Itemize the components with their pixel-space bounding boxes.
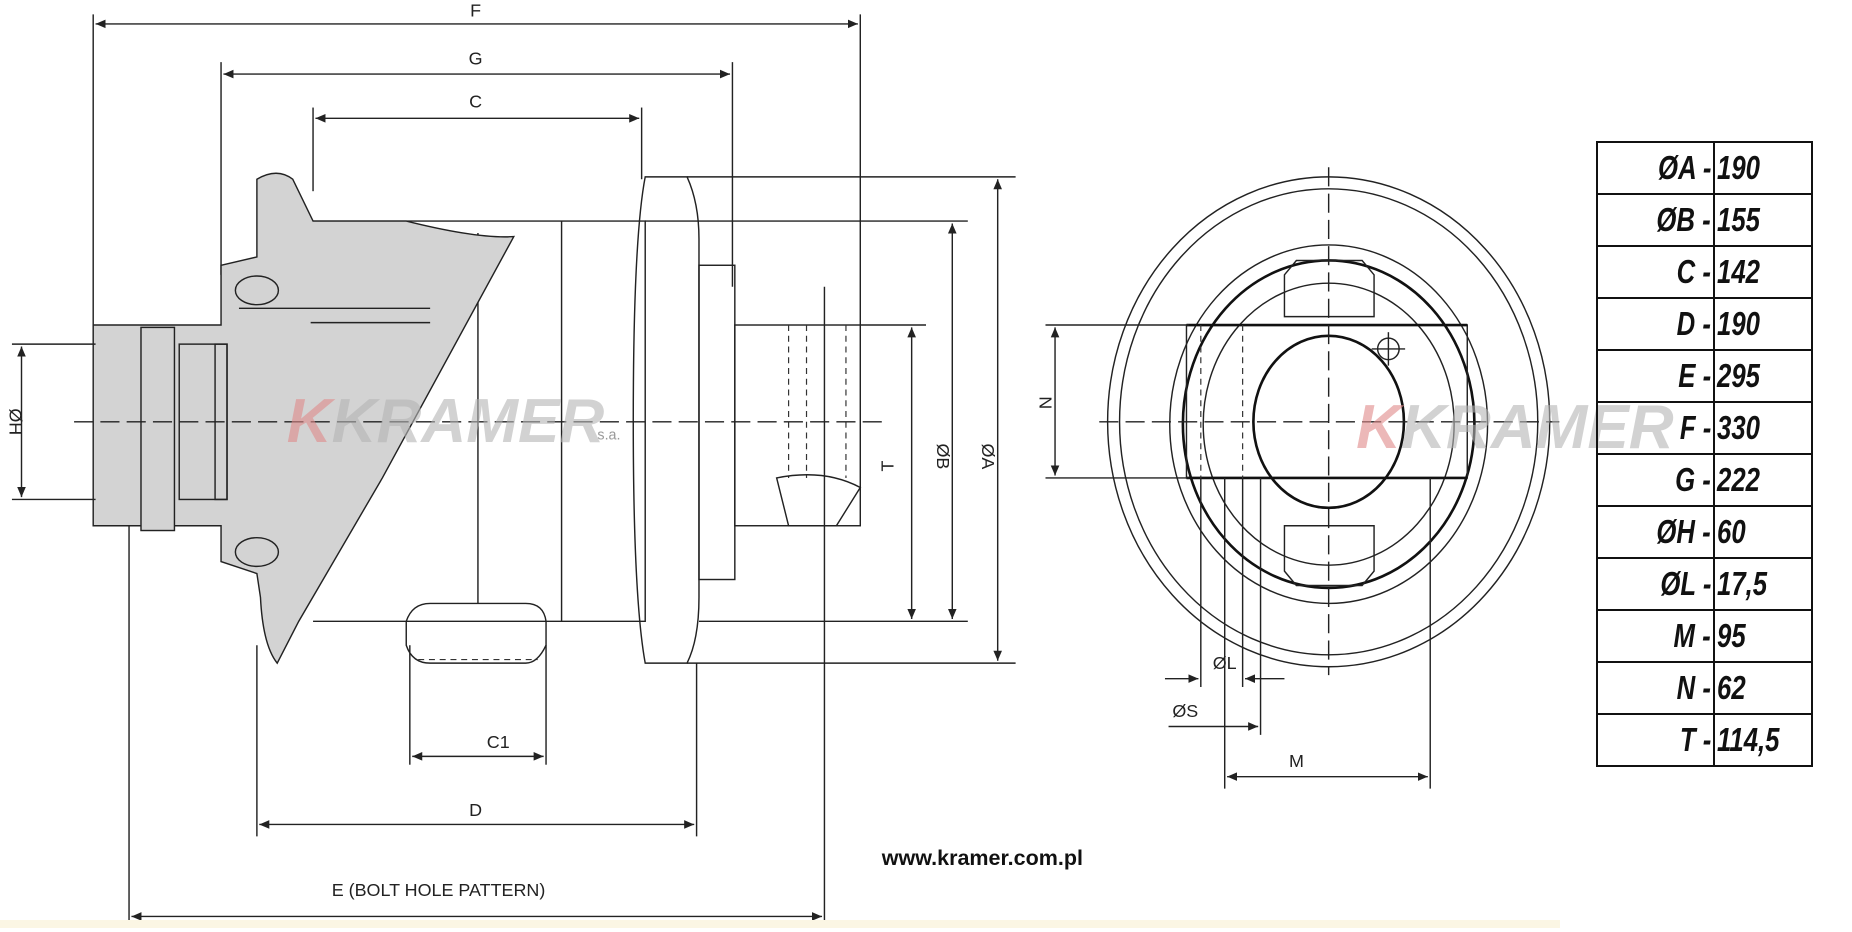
dimension-key: ØL -: [1596, 557, 1715, 611]
dimension-key: ØB -: [1596, 193, 1715, 247]
dimension-value-text: 330: [1717, 409, 1760, 446]
label-e: E (BOLT HOLE PATTERN): [332, 880, 546, 900]
dimension-key-text: T -: [1679, 721, 1711, 758]
dimension-row: G -222: [1596, 453, 1813, 507]
label-h: ØH: [6, 408, 26, 435]
dimension-key-text: ØB -: [1656, 201, 1711, 238]
front-view: N ØL ØS M: [1036, 167, 1560, 789]
dimension-value-text: 190: [1717, 149, 1760, 186]
dimension-key-text: ØA -: [1657, 149, 1711, 186]
dimension-value-text: 295: [1717, 357, 1760, 394]
label-a: ØA: [978, 444, 998, 470]
dimension-value: 330: [1713, 401, 1813, 455]
dimension-key: ØH -: [1596, 505, 1715, 559]
label-d: D: [469, 800, 482, 820]
dimension-value: 155: [1713, 193, 1813, 247]
dimension-value: 295: [1713, 349, 1813, 403]
label-l: ØL: [1213, 653, 1237, 673]
label-t: T: [878, 460, 898, 471]
label-c: C: [469, 92, 482, 112]
dimension-key: C -: [1596, 245, 1715, 299]
dimension-row: M -95: [1596, 609, 1813, 663]
dimension-value: 190: [1713, 141, 1813, 195]
dimension-row: ØH -60: [1596, 505, 1813, 559]
watermark-left: KKRAMER s.a.: [287, 387, 621, 456]
label-n: N: [1036, 396, 1056, 409]
svg-text:KKRAMER: KKRAMER: [287, 387, 605, 456]
dimension-value-text: 114,5: [1717, 721, 1780, 758]
dimension-value-text: 95: [1717, 617, 1746, 654]
dimension-key-text: N -: [1676, 669, 1711, 706]
dimension-value: 17,5: [1713, 557, 1813, 611]
dimension-row: ØB -155: [1596, 193, 1813, 247]
dimension-key-text: M -: [1673, 617, 1711, 654]
label-c1: C1: [487, 732, 510, 752]
dimension-row: F -330: [1596, 401, 1813, 455]
dimension-row: D -190: [1596, 297, 1813, 351]
dimension-value-text: 222: [1717, 461, 1760, 498]
website-url: www.kramer.com.pl: [881, 846, 1083, 870]
dimension-key: F -: [1596, 401, 1715, 455]
dimension-row: N -62: [1596, 661, 1813, 715]
label-g: G: [469, 49, 483, 69]
dimension-value: 62: [1713, 661, 1813, 715]
bottom-strip: [0, 920, 1560, 928]
label-s: ØS: [1172, 701, 1198, 721]
svg-text:s.a.: s.a.: [597, 428, 620, 444]
dimension-key-text: C -: [1676, 253, 1711, 290]
dimension-key: M -: [1596, 609, 1715, 663]
dimension-key: ØA -: [1596, 141, 1715, 195]
dimension-key: N -: [1596, 661, 1715, 715]
dimension-value: 142: [1713, 245, 1813, 299]
dimension-row: ØL -17,5: [1596, 557, 1813, 611]
dimension-key: D -: [1596, 297, 1715, 351]
dimension-value: 190: [1713, 297, 1813, 351]
dimension-key: G -: [1596, 453, 1715, 507]
dimension-value: 222: [1713, 453, 1813, 507]
dimension-row: E -295: [1596, 349, 1813, 403]
dimension-value-text: 62: [1717, 669, 1746, 706]
dimension-row: C -142: [1596, 245, 1813, 299]
dimension-value: 95: [1713, 609, 1813, 663]
dimension-value: 60: [1713, 505, 1813, 559]
dimension-key-text: D -: [1676, 305, 1711, 342]
dimension-row: ØA -190: [1596, 141, 1813, 195]
dimension-key-text: F -: [1679, 409, 1711, 446]
dimension-value-text: 190: [1717, 305, 1760, 342]
dimension-value-text: 60: [1717, 513, 1746, 550]
dimension-key-text: ØL -: [1659, 565, 1711, 602]
dimension-key: E -: [1596, 349, 1715, 403]
side-view: F G C ØH T ØB: [6, 1, 1016, 927]
dimension-key-text: G -: [1675, 461, 1711, 498]
label-f: F: [470, 1, 481, 21]
label-b: ØB: [933, 444, 953, 470]
dimension-key: T -: [1596, 713, 1715, 767]
dimension-value-text: 17,5: [1717, 565, 1768, 602]
dimension-key-text: ØH -: [1656, 513, 1711, 550]
label-m: M: [1289, 751, 1304, 771]
dimension-value-text: 142: [1717, 253, 1760, 290]
dimension-key-text: E -: [1678, 357, 1711, 394]
dimension-value: 114,5: [1713, 713, 1813, 767]
dimension-row: T -114,5: [1596, 713, 1813, 767]
dimension-value-text: 155: [1717, 201, 1760, 238]
